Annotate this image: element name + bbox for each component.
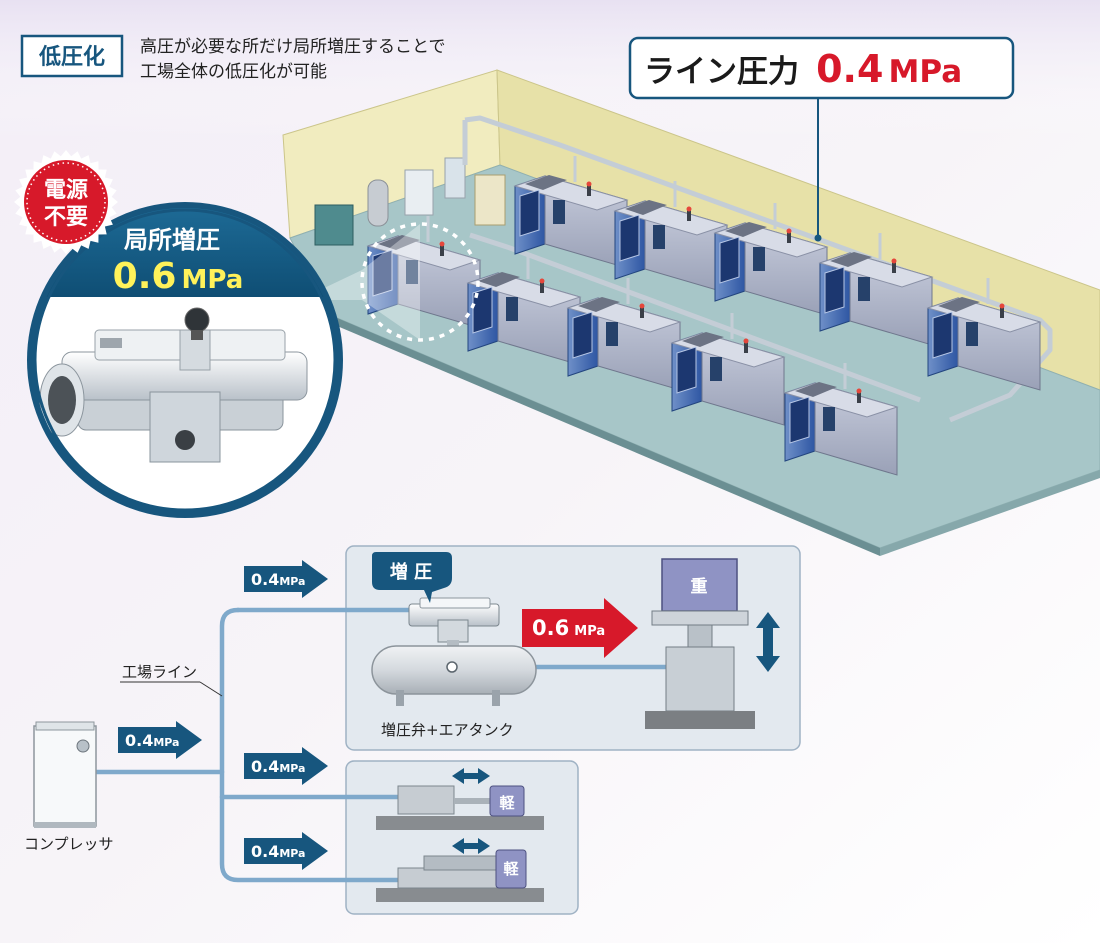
cnc-machine — [466, 253, 582, 366]
cnc-machine — [783, 363, 899, 476]
line-pressure-box — [628, 36, 1015, 100]
line-pressure-value: 0.4 — [816, 47, 883, 91]
air-compressor-unit — [314, 204, 354, 246]
floor-right-edge — [880, 470, 1100, 556]
pressure-arrow-unit: MPa — [279, 847, 305, 860]
air-tank: 増圧弁+エアタンク — [371, 645, 537, 739]
booster-location-highlight — [360, 222, 480, 342]
cnc-machine — [670, 313, 786, 426]
heavy-load-press: 重 — [645, 558, 755, 729]
light-motion-arrow-1 — [452, 768, 490, 784]
factory-line-label: 工場ライン — [122, 663, 197, 681]
light-load-label-2: 軽 — [503, 860, 519, 878]
boost-arrow: 0.6 MPa — [522, 598, 638, 658]
cnc-machine — [613, 181, 729, 294]
pressure-arrow-unit: MPa — [279, 762, 305, 775]
pressure-arrow-value: 0.4 — [251, 757, 279, 776]
header-desc-line1: 高圧が必要な所だけ局所増圧することで — [140, 37, 446, 57]
heavy-load-block — [661, 558, 738, 612]
pressure-arrow-text: 0.4MPa — [251, 570, 305, 589]
booster-valve-illustration — [39, 307, 308, 463]
factory-pipes — [93, 607, 669, 883]
badge-line1: 電源 — [44, 178, 88, 203]
pressure-arrow-0-4: 0.4MPa — [244, 832, 328, 870]
local-boost-value: 0.6 — [113, 256, 177, 297]
light-motion-arrow-2 — [452, 838, 490, 854]
heavy-motion-arrow — [756, 612, 780, 672]
light-cylinder-1: 軽 — [376, 768, 544, 830]
pressure-arrow-text: 0.4MPa — [251, 842, 305, 861]
local-boost-value-text: 0.6 MPa — [113, 256, 244, 297]
factory-line-leader — [199, 681, 223, 697]
floor-front-edge — [330, 315, 880, 556]
pipe-main-vertical — [219, 607, 400, 883]
line-pressure-callout: ライン圧力 0.4 MPa — [628, 36, 1015, 242]
compressor-base — [34, 822, 96, 828]
heavy-load-label: 重 — [691, 576, 708, 597]
pressure-arrow-text: 0.4MPa — [251, 757, 305, 776]
compressor-label: コンプレッサ — [24, 835, 114, 853]
compressor-gauge — [76, 739, 90, 753]
badge-line2: 不要 — [44, 205, 88, 230]
pressure-arrow-value: 0.4 — [251, 842, 279, 861]
boost-bubble-text: 増 圧 — [390, 561, 432, 583]
pressure-arrow-0-4: 0.4MPa — [244, 747, 328, 785]
header-desc-line2: 工場全体の低圧化が可能 — [140, 62, 327, 82]
tank-label: 増圧弁+エアタンク — [381, 721, 514, 739]
boost-arrow-unit: MPa — [574, 624, 605, 639]
boost-arrow-text: 0.6 MPa — [532, 616, 605, 640]
local-boost-unit: MPa — [182, 265, 244, 295]
cnc-machine — [366, 216, 482, 329]
diagram-booster-valve — [408, 597, 500, 648]
compressor: コンプレッサ — [24, 721, 114, 853]
header-tag: 低圧化 — [38, 44, 105, 70]
highlight-connector — [320, 224, 420, 340]
boost-bubble: 増 圧 — [372, 552, 452, 603]
product-circle-ring — [33, 208, 337, 512]
cnc-machine — [818, 233, 934, 346]
pressure-arrow-unit: MPa — [279, 575, 305, 588]
line-pressure-leader-dot — [814, 234, 822, 242]
header-tag-box — [20, 34, 124, 78]
light-cylinder-2: 軽 — [376, 838, 544, 902]
line-pressure-unit: MPa — [889, 54, 963, 90]
filter-unit — [444, 157, 466, 199]
boost-arrow-value: 0.6 — [532, 616, 569, 640]
light-load-label-1: 軽 — [499, 794, 515, 812]
header: 低圧化 高圧が必要な所だけ局所増圧することで 工場全体の低圧化が可能 — [20, 34, 446, 82]
pressure-arrow-value: 0.4 — [125, 731, 153, 750]
pressure-arrow-0-4: 0.4MPa — [244, 560, 328, 598]
no-power-badge: 電源 不要 — [14, 150, 118, 254]
cnc-machine — [713, 203, 829, 316]
overhead-pipe-back — [464, 115, 1053, 423]
air-tank-vertical — [367, 179, 389, 227]
boost-arrow-shape — [522, 598, 638, 658]
factory-illustration — [282, 69, 1100, 556]
pressure-arrow-text: 0.4MPa — [125, 731, 179, 750]
overhead-pipe-front — [469, 232, 921, 403]
compressor-top — [35, 721, 95, 731]
badge-core — [24, 160, 108, 244]
cnc-machine — [566, 278, 682, 391]
local-boost-label: 局所増圧 — [124, 226, 220, 254]
pressure-arrow-unit: MPa — [153, 736, 179, 749]
badge-dots — [26, 162, 106, 242]
pressure-arrow-value: 0.4 — [251, 570, 279, 589]
cnc-machine — [513, 156, 629, 269]
line-pressure-text: ライン圧力 0.4 MPa — [644, 47, 962, 91]
air-dryer — [404, 169, 434, 216]
control-cabinet — [474, 174, 506, 226]
line-pressure-label: ライン圧力 — [644, 54, 799, 90]
cnc-machine — [926, 278, 1042, 391]
pressure-arrow-0-4: 0.4MPa — [118, 721, 202, 759]
